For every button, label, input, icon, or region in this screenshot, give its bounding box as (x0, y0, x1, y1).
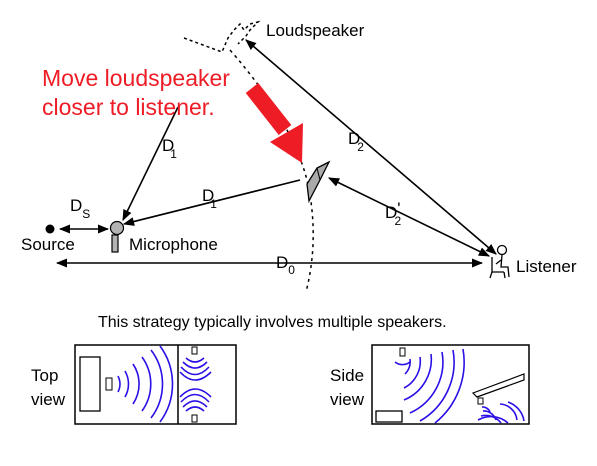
label-d2: D2 (348, 129, 364, 154)
label-d2-prime: D'2 (385, 199, 402, 228)
top-view-waves-source (117, 345, 174, 423)
side-view-label-line-2: view (330, 390, 365, 409)
label-microphone: Microphone (129, 235, 218, 254)
top-view-diagram (74, 344, 237, 425)
top-view-label-line-2: view (31, 390, 66, 409)
side-view-ceiling-speaker (399, 347, 406, 357)
callout-arrow (245, 83, 303, 163)
callout-line-2: closer to listener. (42, 94, 215, 120)
top-view-waves-top-speaker (179, 357, 212, 381)
label-d0: D0 (276, 253, 295, 277)
label-listener: Listener (516, 257, 577, 276)
side-view-balcony-speaker (477, 397, 484, 405)
top-view-label-line-1: Top (31, 366, 58, 385)
source-dot (45, 224, 55, 234)
top-view-speaker-bottom (191, 414, 198, 423)
side-view-label-line-1: Side (330, 366, 364, 385)
top-view-speaker-top (191, 346, 198, 355)
label-d1-upper: D1 (162, 136, 177, 161)
label-loudspeaker: Loudspeaker (266, 21, 365, 40)
label-d1-lower: D1 (202, 186, 217, 211)
loudspeaker-icon (306, 160, 331, 204)
distance-arrows (55, 39, 497, 268)
listener-icon (489, 244, 510, 279)
callout-line-1: Move loudspeaker (42, 65, 230, 91)
side-view-waves-ceiling (394, 348, 465, 424)
label-source: Source (21, 235, 75, 254)
label-ds: DS (70, 196, 90, 221)
top-view-speaker-left (105, 377, 113, 391)
arrow-d2-prime (327, 177, 491, 257)
side-view-stage (375, 410, 403, 423)
original-loudspeaker-outline (183, 20, 261, 53)
caption: This strategy typically involves multipl… (98, 314, 447, 331)
microphone-icon (109, 220, 125, 253)
arrow-d1-upper (122, 106, 179, 222)
top-view-waves-bottom-speaker (179, 388, 212, 412)
top-view-stage (79, 356, 101, 412)
side-view-waves-balcony (477, 401, 525, 424)
side-view-diagram (371, 344, 530, 425)
side-view-balcony (471, 373, 525, 398)
